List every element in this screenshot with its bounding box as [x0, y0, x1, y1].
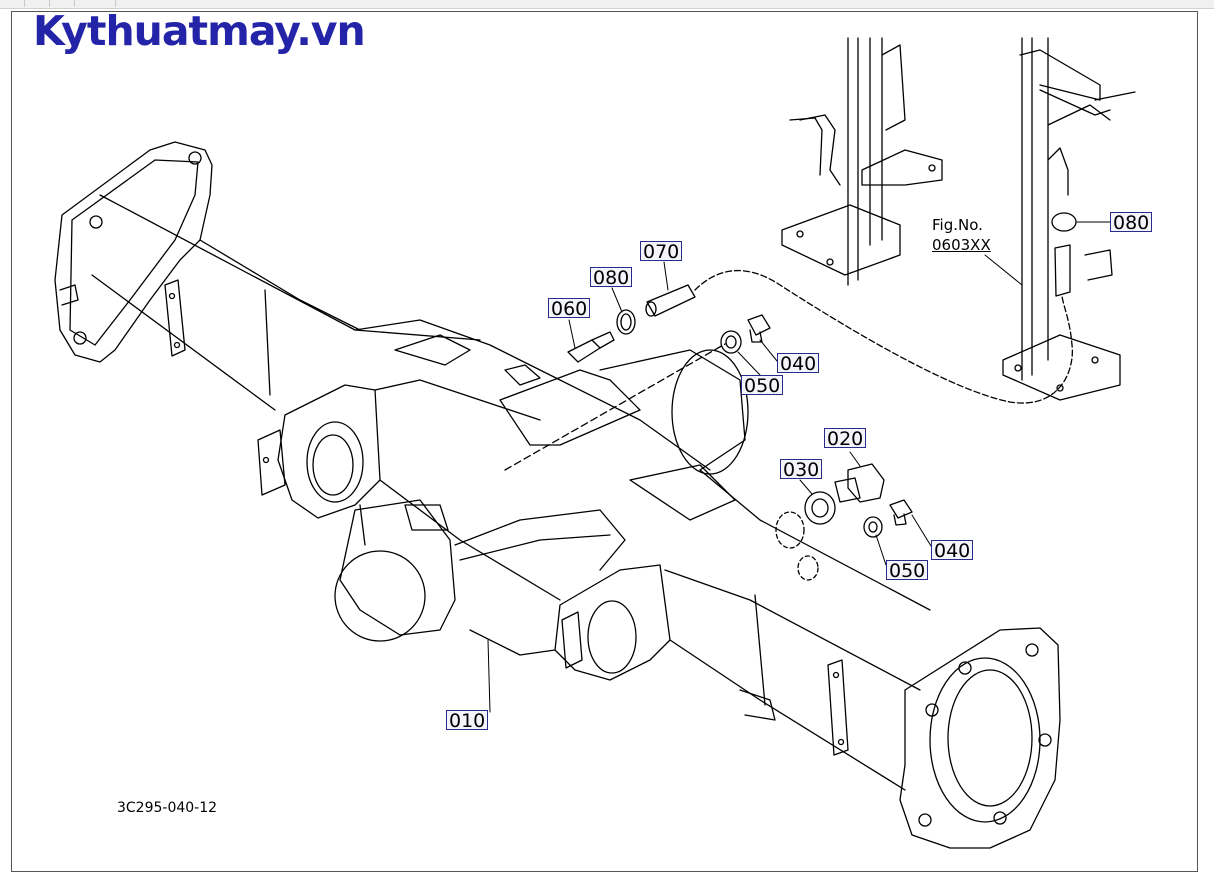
callout-040-lower[interactable]: 040 — [931, 540, 974, 561]
center-line — [504, 343, 726, 471]
callout-080-left[interactable]: 080 — [590, 267, 633, 288]
drawing-frame — [11, 11, 1198, 872]
callout-050-lower[interactable]: 050 — [886, 560, 929, 581]
drawing-code: 3C295-040-12 — [117, 800, 218, 816]
viewer-tab[interactable] — [25, 0, 50, 7]
leader-lines — [487, 221, 1111, 713]
callout-080-right[interactable]: 080 — [1110, 212, 1153, 233]
callout-060[interactable]: 060 — [548, 298, 591, 319]
viewer-tab[interactable] — [50, 0, 75, 7]
callout-070[interactable]: 070 — [640, 241, 683, 262]
callout-050-upper[interactable]: 050 — [741, 375, 784, 396]
viewer-tab[interactable] — [75, 0, 116, 7]
axle-housing — [91, 194, 931, 791]
callout-040-upper[interactable]: 040 — [777, 353, 820, 374]
brand-watermark: Kythuatmay.vn — [33, 7, 366, 55]
small-parts — [567, 284, 913, 581]
viewer-tab[interactable] — [0, 0, 25, 7]
left-flange — [54, 141, 213, 363]
figure-reference[interactable]: Fig.No. 0603XX — [932, 215, 991, 255]
callout-030[interactable]: 030 — [780, 459, 823, 480]
tractor-frame — [781, 37, 1136, 401]
viewer-top-bar — [0, 0, 1214, 9]
figure-ref-number[interactable]: 0603XX — [932, 236, 991, 254]
right-flange — [899, 627, 1061, 849]
figure-ref-label: Fig.No. — [932, 216, 983, 234]
callout-010[interactable]: 010 — [446, 710, 489, 731]
hose-path — [694, 269, 1074, 404]
callout-020[interactable]: 020 — [824, 428, 867, 449]
